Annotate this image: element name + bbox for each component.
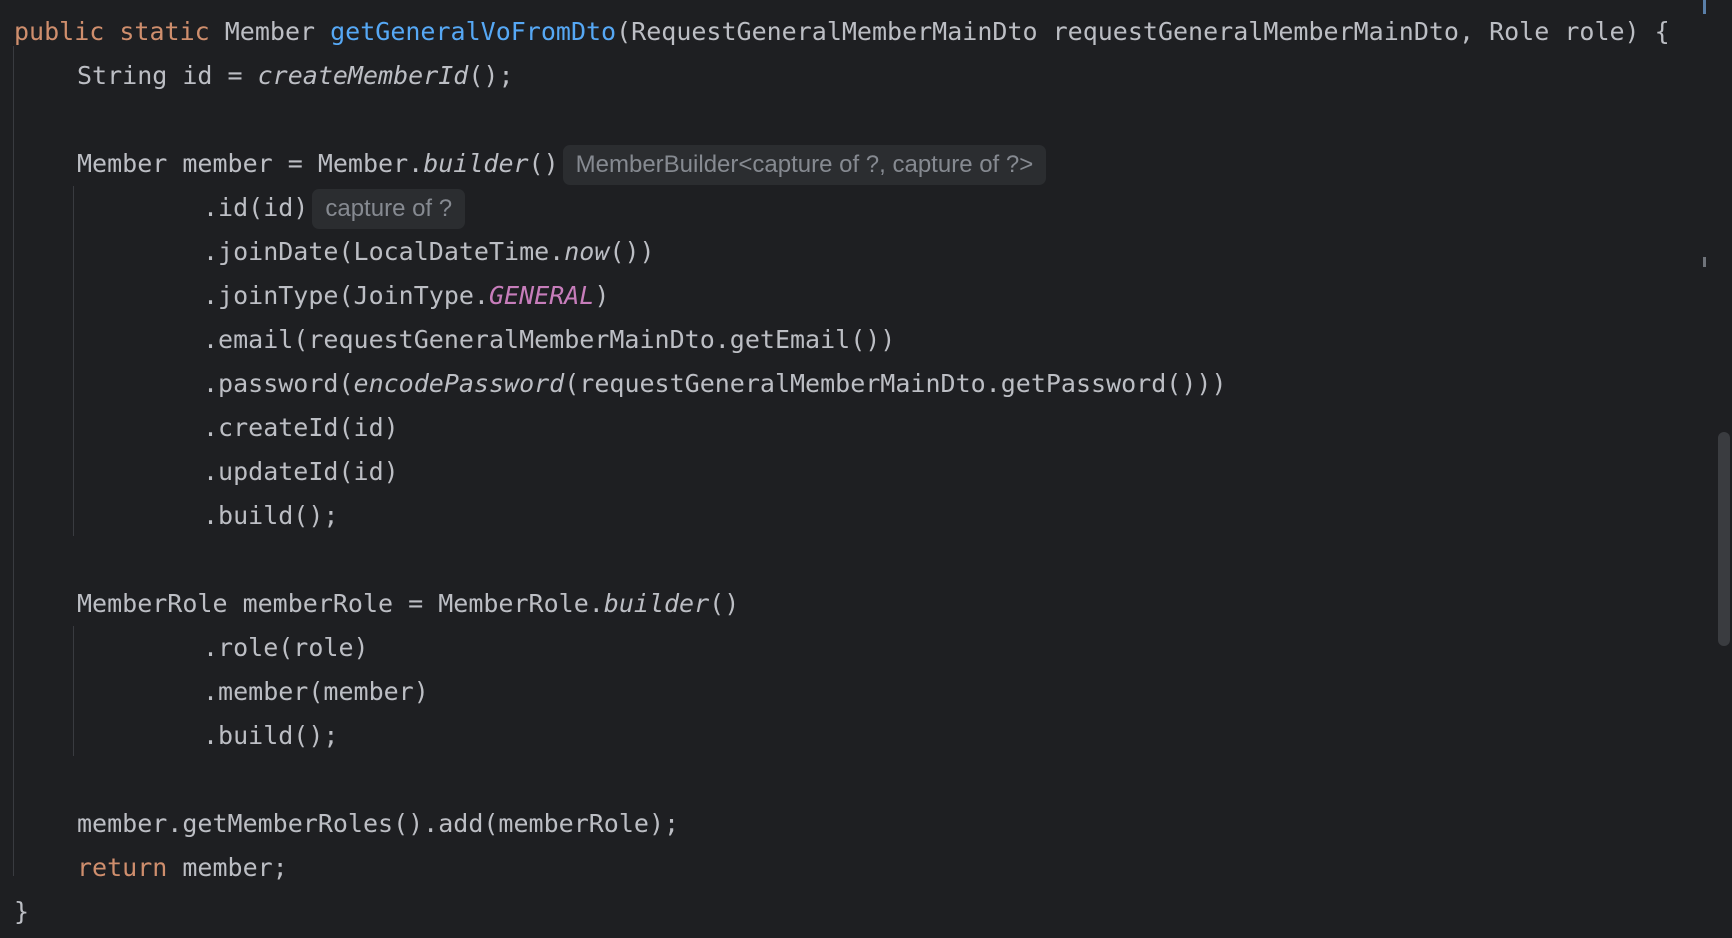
scrollbar-thumb[interactable]	[1718, 432, 1730, 646]
code-text: .password(	[203, 369, 354, 398]
code-text: .email(requestGeneralMemberMainDto.getEm…	[203, 325, 896, 354]
code-line-builder-email: .email(requestGeneralMemberMainDto.getEm…	[203, 318, 895, 362]
code-text: .updateId(id)	[203, 457, 399, 486]
static-call-createMemberId[interactable]: createMemberId	[257, 61, 469, 90]
code-line-memberrole-builder: MemberRole memberRole = MemberRole.build…	[77, 582, 739, 626]
code-line-member-builder: Member member = Member.builder()MemberBu…	[77, 142, 1047, 186]
code-line-builder-id: .id(id)capture of ?	[203, 186, 466, 230]
inlay-type-hint[interactable]: MemberBuilder<capture of ?, capture of ?…	[562, 145, 1047, 185]
static-call-builder[interactable]: builder	[603, 589, 710, 618]
code-line-builder-updateid: .updateId(id)	[203, 450, 399, 494]
inlay-type-hint[interactable]: capture of ?	[312, 189, 466, 229]
code-text: )	[594, 281, 610, 310]
code-line-builder-build: .build();	[203, 714, 338, 758]
closing-brace: }	[14, 897, 30, 926]
static-call-now[interactable]: now	[564, 237, 610, 266]
code-line-builder-member: .member(member)	[203, 670, 429, 714]
code-line-method-signature: public static Member getGeneralVoFromDto…	[14, 10, 1670, 54]
code-text: .build();	[203, 721, 339, 750]
code-text: member.getMemberRoles().add(memberRole);	[77, 809, 680, 838]
code-text: MemberRole memberRole = MemberRole.	[77, 589, 604, 618]
code-line-return: return member;	[77, 846, 288, 890]
code-text: ()	[709, 589, 740, 618]
code-text: String id =	[77, 61, 258, 90]
code-text: .joinType(JoinType.	[203, 281, 489, 310]
enum-constant-general[interactable]: GENERAL	[488, 281, 595, 310]
keyword-static: static	[119, 17, 210, 46]
indent-guide-member-builder	[73, 186, 74, 536]
code-text: .id(id)	[203, 193, 309, 222]
code-text: .role(role)	[203, 633, 369, 662]
method-name[interactable]: getGeneralVoFromDto	[330, 17, 617, 46]
code-text: member;	[167, 853, 288, 882]
code-line-closing-brace: }	[14, 890, 29, 934]
static-call-builder[interactable]: builder	[423, 149, 529, 178]
return-type: Member	[224, 17, 316, 46]
code-text: .member(member)	[203, 677, 429, 706]
code-line-builder-createid: .createId(id)	[203, 406, 399, 450]
code-text: .build();	[203, 501, 339, 530]
code-text: (requestGeneralMemberMainDto.getPassword…	[564, 369, 1227, 398]
code-text: ())	[609, 237, 655, 266]
code-line-builder-role: .role(role)	[203, 626, 369, 670]
method-parameters: (RequestGeneralMemberMainDto requestGene…	[616, 17, 1670, 46]
code-text: .createId(id)	[203, 413, 399, 442]
code-line-create-id: String id = createMemberId();	[77, 54, 514, 98]
scroll-marker-change[interactable]	[1703, 257, 1706, 267]
indent-guide-memberrole-builder	[73, 626, 74, 756]
code-text: .joinDate(LocalDateTime.	[203, 237, 565, 266]
indent-guide-method	[13, 46, 14, 876]
code-line-add-role: member.getMemberRoles().add(memberRole);	[77, 802, 679, 846]
code-line-builder-password: .password(encodePassword(requestGeneralM…	[203, 362, 1227, 406]
code-text: ();	[468, 61, 514, 90]
keyword-return: return	[77, 853, 168, 882]
keyword-public: public	[14, 17, 105, 46]
static-call-encodePassword[interactable]: encodePassword	[353, 369, 565, 398]
code-text: Member member = Member.	[77, 149, 424, 178]
scroll-marker-top[interactable]	[1703, 0, 1706, 14]
code-line-builder-jointype: .joinType(JoinType.GENERAL)	[203, 274, 609, 318]
code-line-builder-joindate: .joinDate(LocalDateTime.now())	[203, 230, 655, 274]
code-text: ()	[528, 149, 559, 178]
vertical-scrollbar[interactable]	[1710, 0, 1732, 938]
code-line-builder-build: .build();	[203, 494, 338, 538]
